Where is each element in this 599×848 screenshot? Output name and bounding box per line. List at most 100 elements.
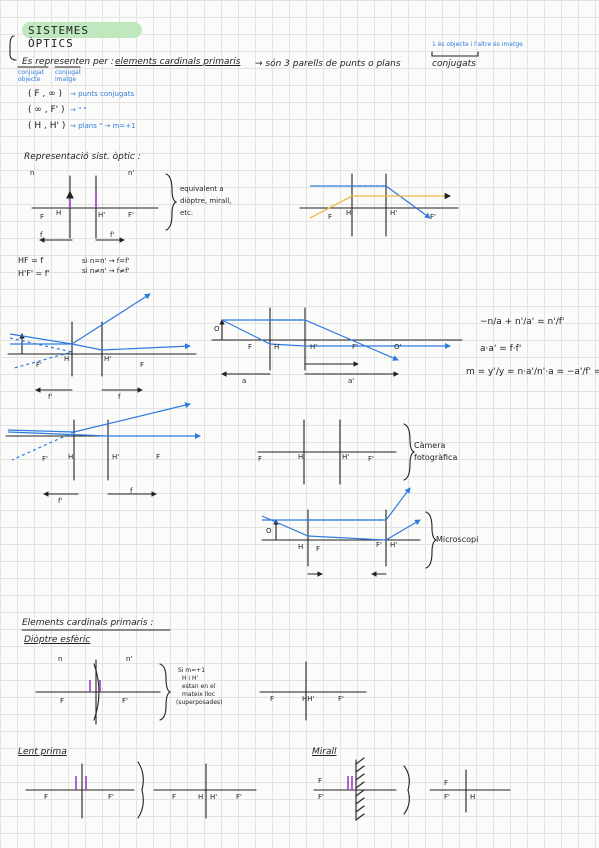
label-Fp-mirall-2: F': [444, 793, 450, 801]
label-fp-1: f': [110, 231, 115, 239]
label-H-mirall-2: H: [470, 793, 476, 801]
mirror-hatch: [355, 757, 365, 821]
cond-m-5: (superposades): [176, 699, 223, 706]
formula-hf: HF = f: [18, 256, 44, 265]
lent-brace: [137, 761, 144, 819]
intro-bracket: [9, 35, 17, 61]
note-obj-img: 1 és objecte i l'altre és imatge: [432, 41, 523, 48]
label-Hp-4: H': [310, 343, 318, 351]
label-O-micro: O: [266, 527, 272, 535]
eq-magnification: m = y'/y = n·a'/n'·a = −a'/f' = f/a: [466, 367, 599, 377]
ray-3-a: [9, 293, 151, 345]
repr-brace: [165, 173, 178, 231]
label-H-micro: H: [298, 543, 304, 551]
equiv-3: etc.: [180, 209, 194, 217]
label-Hp-lent-2: H': [210, 793, 218, 801]
label-Fp-4: F': [352, 343, 358, 351]
lent-heading: Lent prima: [18, 747, 67, 757]
label-F-mirall: F: [318, 777, 323, 785]
label-O-4: O: [214, 325, 220, 333]
label-Hp-micro: H': [390, 541, 398, 549]
pair-2: ( ∞ , F' ): [28, 105, 65, 115]
label-f-1: f: [40, 231, 43, 239]
label-F-5: F: [156, 453, 161, 461]
label-Fp-mirall: F': [318, 793, 324, 801]
label-a-4: a: [242, 377, 247, 385]
label-Fp-1: F': [128, 211, 134, 219]
dioptre-brace: [159, 663, 172, 721]
purple-lent: [75, 776, 87, 790]
cond-2: si n≠n' → f≠f': [82, 267, 130, 275]
micro-brace: [425, 511, 438, 569]
mirall-heading: Mirall: [312, 747, 337, 757]
label-H-2: H: [346, 209, 352, 217]
cond-m-1: Si m=+1: [178, 667, 206, 674]
ray-4-b: [221, 319, 451, 349]
label-f-3: f: [118, 393, 121, 401]
label-fp-3: f': [48, 393, 53, 401]
page-title-highlight: SISTEMES ÒPTICS: [22, 22, 142, 50]
label-HHp-dioptre-2: HH': [302, 695, 315, 703]
label-Op-4: O': [394, 343, 402, 351]
label-Fp-camera: F': [368, 455, 374, 463]
label-H-4: H: [274, 343, 280, 351]
label-F-dioptre: F: [60, 697, 65, 705]
label-Hp-3: H': [104, 355, 112, 363]
pair-2-note: → " ": [70, 106, 87, 114]
label-H-camera: H: [298, 453, 304, 461]
label-F-micro: F: [316, 545, 321, 553]
pair-1: ( F , ∞ ): [28, 89, 63, 99]
label-conj-img: conjugat imatge: [55, 69, 82, 83]
ray-3-b: [10, 343, 191, 351]
dioptre-heading: Diòptre esfèric: [24, 635, 91, 645]
label-Fp-dioptre-2: F': [338, 695, 344, 703]
label-Fp-lent: F': [108, 793, 114, 801]
intro-represent: Es representen per :: [22, 57, 114, 67]
intro-conjugats: conjugats: [432, 59, 476, 69]
label-f-5: f: [130, 487, 133, 495]
camera-brace: [403, 423, 416, 481]
equiv-2: diòptre, mirall,: [180, 197, 232, 205]
label-F-camera: F: [258, 455, 263, 463]
cond-m-3: estan en el: [182, 683, 216, 690]
cond-m-2: H i H': [182, 675, 199, 682]
label-Hp-1: H': [98, 211, 106, 219]
label-camera-1: Càmera: [414, 441, 446, 450]
label-camera-2: fotogràfica: [414, 453, 458, 462]
label-F-1: F: [40, 213, 45, 221]
ray-micro-a: [262, 487, 411, 521]
label-F-lent-2: F: [172, 793, 177, 801]
ray-micro-b: [261, 515, 421, 541]
label-Fp-5: F': [42, 455, 48, 463]
cond-m-4: mateix lloc: [182, 691, 215, 698]
pair-1-note: → punts conjugats: [70, 90, 135, 98]
label-np-dioptre: n': [126, 655, 133, 663]
ray-5-a: [7, 402, 191, 433]
label-conj-obj: conjugat objecte: [18, 69, 45, 83]
label-n-dioptre: n: [58, 655, 63, 663]
formula-hfp: H'F' = f': [18, 269, 50, 278]
label-fp-5: f': [58, 497, 63, 505]
purple-dioptre: [89, 680, 101, 692]
label-ap-4: a': [348, 377, 355, 385]
label-H-lent-2: H: [198, 793, 204, 801]
label-Fp-lent-2: F': [236, 793, 242, 801]
pair-3: ( H , H' ): [28, 121, 66, 131]
label-F-dioptre-2: F: [270, 695, 275, 703]
label-F-2: F: [328, 213, 333, 221]
ray-5-c: [11, 431, 75, 461]
dioptre-curve: [93, 663, 100, 721]
label-Hp-5: H': [112, 453, 120, 461]
label-H-5: H: [68, 453, 74, 461]
label-F-mirall-2: F: [444, 779, 449, 787]
label-Fp-3: F': [36, 361, 42, 369]
label-Fp-dioptre: F': [122, 697, 128, 705]
mirall-brace: [403, 765, 410, 815]
intro-elements: elements cardinals primaris: [115, 57, 241, 67]
ray-3-c: [9, 337, 73, 369]
eq-gauss: −n/a + n'/a' = n'/f': [480, 317, 565, 327]
label-H-3: H: [64, 355, 70, 363]
label-F-3: F: [140, 361, 145, 369]
equiv-1: equivalent a: [180, 185, 224, 193]
